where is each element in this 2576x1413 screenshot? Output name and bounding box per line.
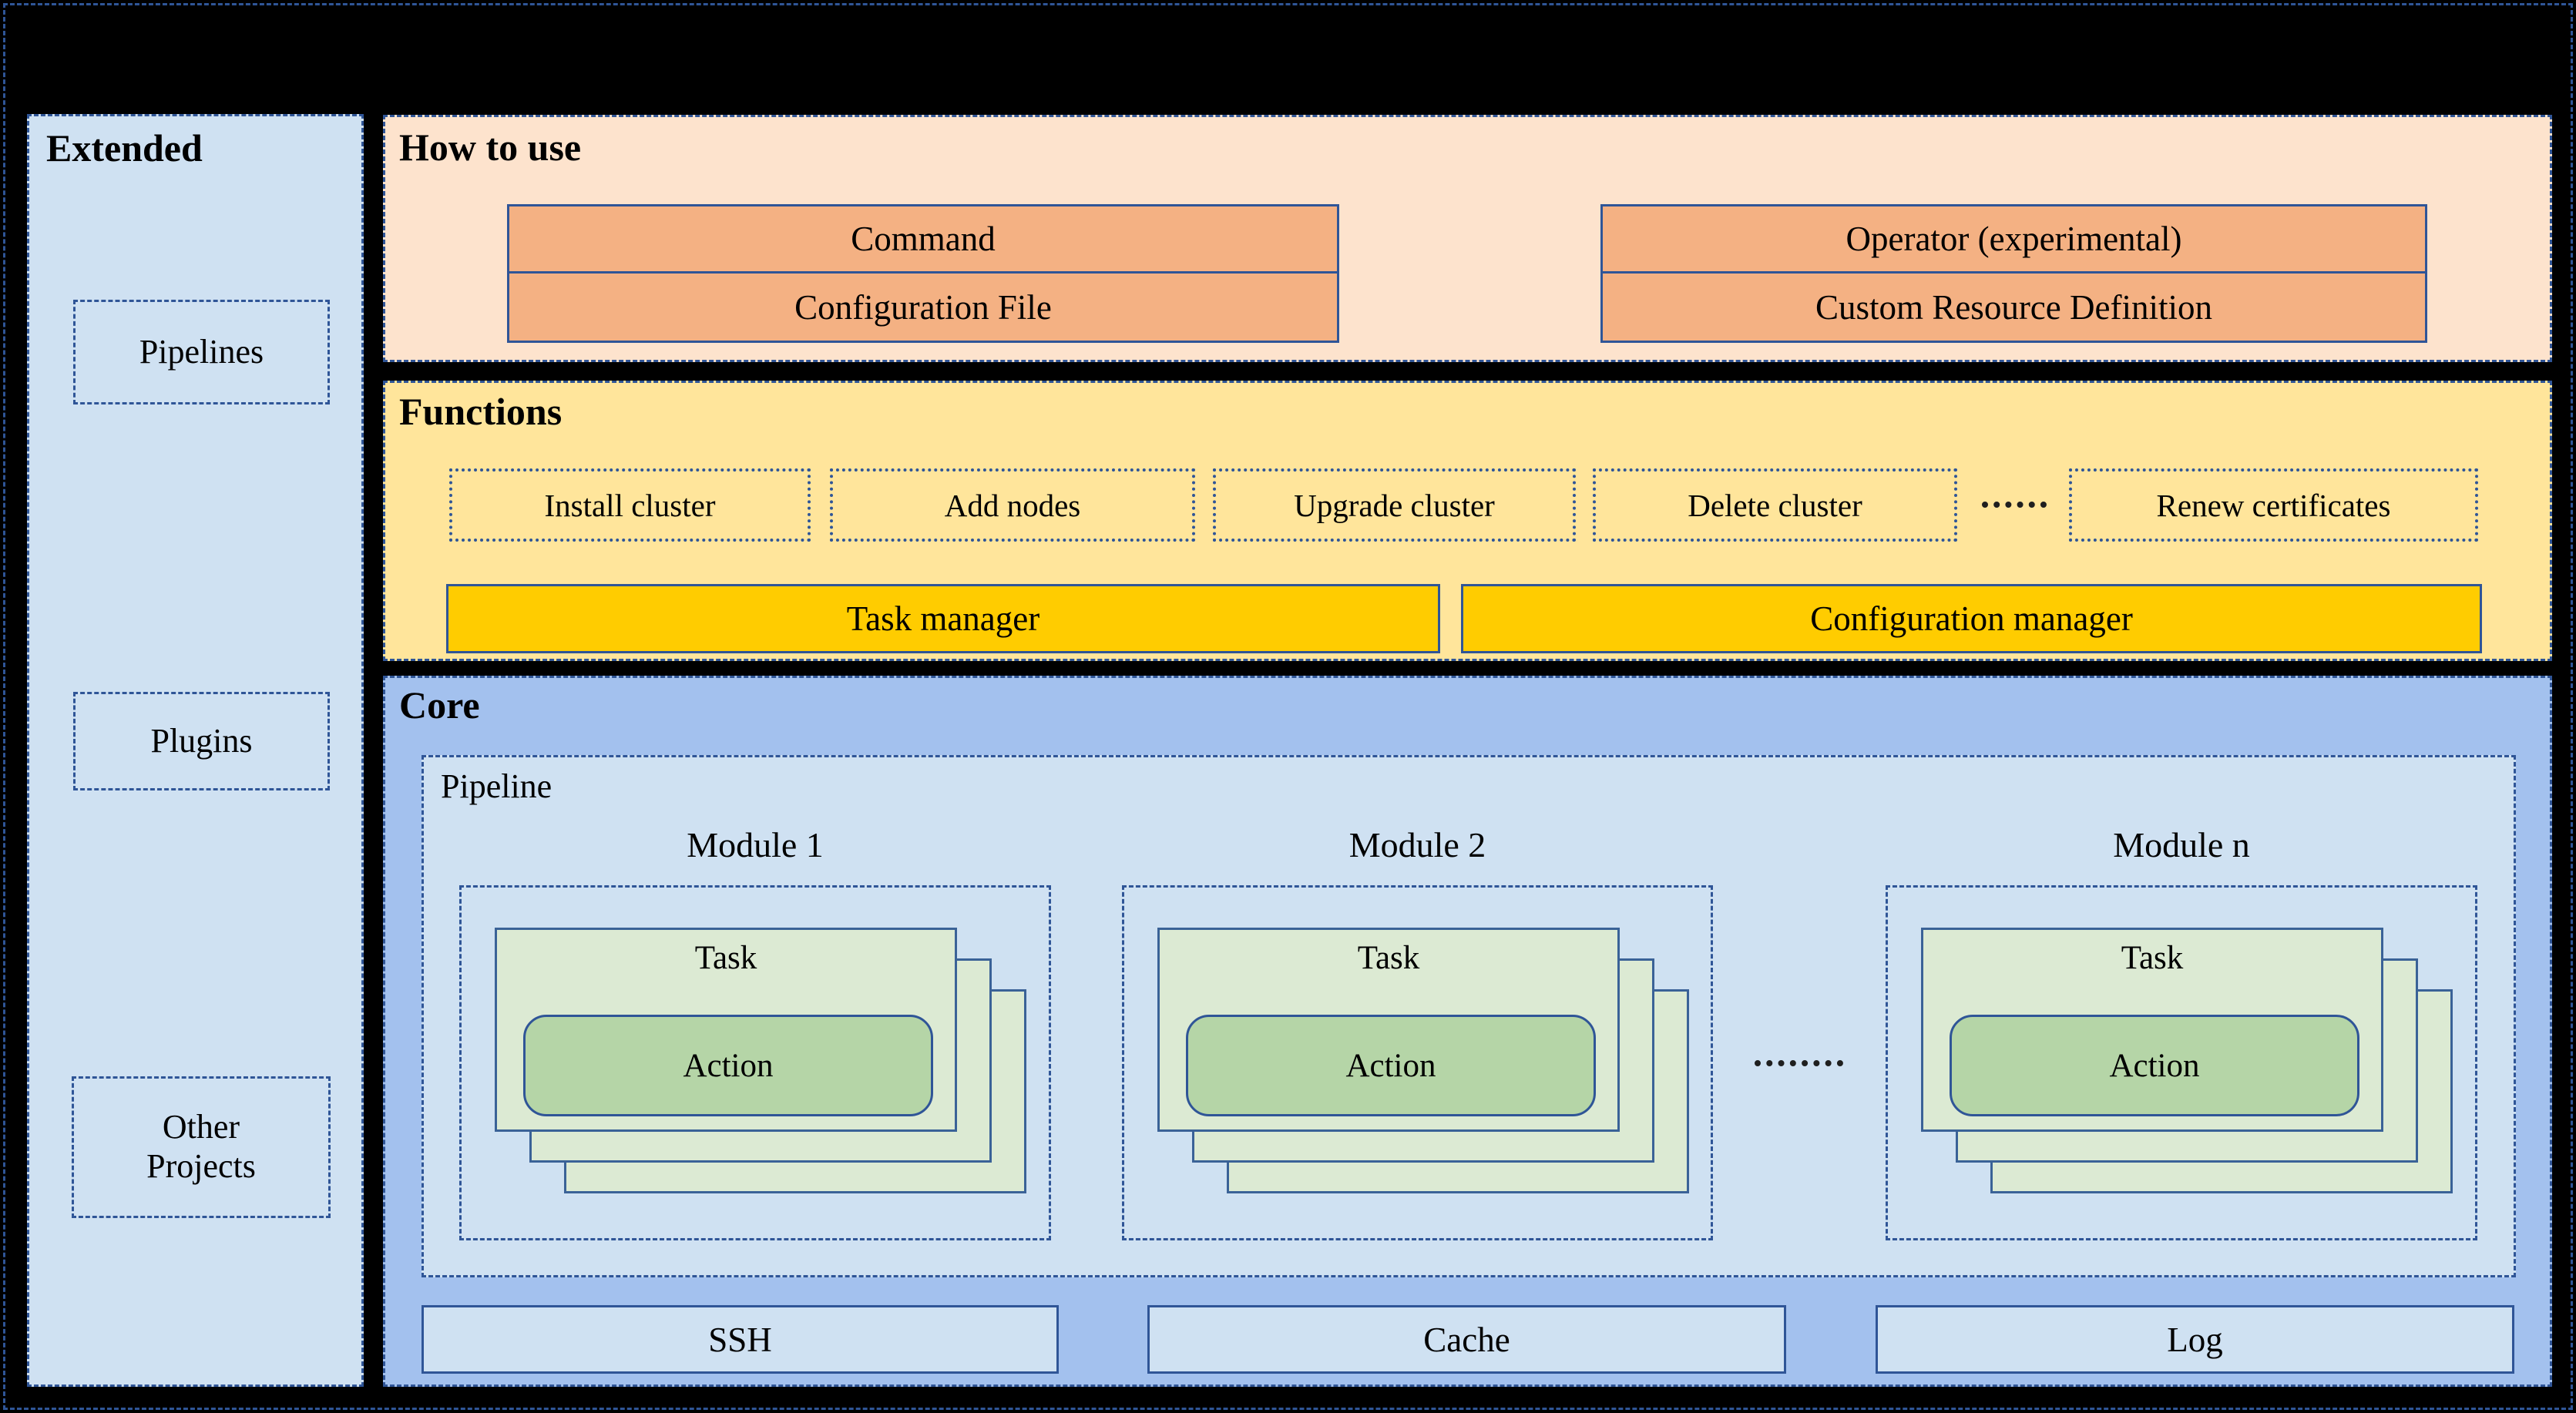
task-card: Task Action: [1157, 928, 1620, 1132]
sidebar-item-other-projects: Other Projects: [72, 1076, 331, 1218]
pipeline-panel: Pipeline Module 1 Module 2 Module n Task…: [421, 755, 2516, 1277]
ssh-box: SSH: [421, 1305, 1059, 1374]
action-box: Action: [1950, 1015, 2359, 1116]
task-manager-box: Task manager: [446, 584, 1440, 653]
module-n-label: Module n: [2113, 824, 2250, 864]
task-label: Task: [694, 940, 757, 976]
log-box: Log: [1876, 1305, 2514, 1374]
module-n-box: Task Action: [1886, 885, 2477, 1240]
custom-resource-definition-box: Custom Resource Definition: [1815, 287, 2212, 327]
task-card: Task Action: [495, 928, 957, 1132]
cache-box: Cache: [1147, 1305, 1786, 1374]
functions-panel: Functions Install cluster Add nodes Upgr…: [383, 381, 2552, 661]
action-box: Action: [1186, 1015, 1596, 1116]
functions-title: Functions: [399, 390, 563, 433]
function-add-nodes: Add nodes: [830, 468, 1195, 542]
task-label: Task: [1357, 940, 1420, 976]
pipeline-label: Pipeline: [441, 767, 552, 805]
action-box: Action: [523, 1015, 933, 1116]
how-to-use-title: How to use: [399, 126, 582, 169]
configuration-file-box: Configuration File: [794, 287, 1052, 327]
module-1-label: Module 1: [687, 824, 824, 864]
module-1-box: Task Action: [459, 885, 1051, 1240]
command-box: Command: [509, 206, 1337, 274]
command-stack: Command Configuration File: [507, 204, 1339, 343]
function-upgrade-cluster: Upgrade cluster: [1213, 468, 1576, 542]
functions-ellipsis-dots: [1982, 502, 2047, 508]
module-2-label: Module 2: [1348, 824, 1486, 864]
sidebar-item-pipelines: Pipelines: [73, 300, 330, 404]
task-card: Task Action: [1921, 928, 2383, 1132]
configuration-manager-box: Configuration manager: [1461, 584, 2482, 653]
core-title: Core: [399, 683, 480, 727]
sidebar-item-plugins: Plugins: [73, 692, 330, 790]
function-delete-cluster: Delete cluster: [1593, 468, 1957, 542]
module-2-box: Task Action: [1122, 885, 1713, 1240]
extended-panel: Extended Pipelines Plugins Other Project…: [27, 114, 364, 1387]
core-panel: Core Pipeline Module 1 Module 2 Module n…: [383, 676, 2552, 1387]
function-install-cluster: Install cluster: [449, 468, 811, 542]
how-to-use-panel: How to use Command Configuration File Op…: [383, 115, 2552, 362]
extended-title: Extended: [46, 126, 203, 169]
operator-box: Operator (experimental): [1603, 206, 2425, 274]
function-renew-certificates: Renew certificates: [2069, 468, 2478, 542]
task-label: Task: [2121, 940, 2184, 976]
modules-ellipsis-dots: [1755, 1060, 1843, 1066]
operator-stack: Operator (experimental) Custom Resource …: [1600, 204, 2427, 343]
